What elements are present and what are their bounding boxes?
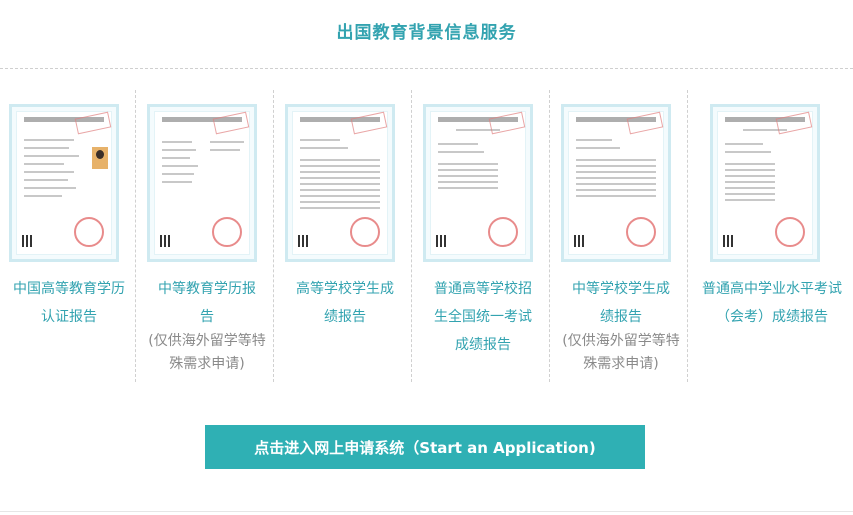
- report-card-university-transcript[interactable]: 高等学校学生成绩报告: [276, 90, 414, 385]
- report-note: (仅供海外留学等特殊需求申请): [562, 333, 680, 372]
- report-list: 中国高等教育学历认证报告 中等教育学历报告 (仅供海外留学等特殊需求申请: [0, 90, 853, 385]
- start-application-button[interactable]: 点击进入网上申请系统（Start an Application): [205, 425, 645, 469]
- seal-icon: [350, 217, 380, 247]
- qr-code-icon: [160, 235, 172, 247]
- report-title: 普通高等学校招生全国统一考试成绩报告: [434, 281, 532, 353]
- qr-code-icon: [22, 235, 34, 247]
- report-note: (仅供海外留学等特殊需求申请): [148, 333, 266, 372]
- card-divider: [273, 90, 274, 382]
- card-divider: [411, 90, 412, 382]
- report-title: 中国高等教育学历认证报告: [13, 281, 125, 325]
- seal-icon: [488, 217, 518, 247]
- certificate-thumbnail-icon: [423, 104, 533, 262]
- certificate-thumbnail-icon: [710, 104, 820, 262]
- report-card-secondary-education[interactable]: 中等教育学历报告 (仅供海外留学等特殊需求申请): [138, 90, 276, 385]
- photo-icon: [92, 147, 108, 169]
- report-card-degree-certification[interactable]: 中国高等教育学历认证报告: [0, 90, 138, 385]
- certificate-thumbnail-icon: [561, 104, 671, 262]
- card-divider: [135, 90, 136, 382]
- page-title: 出国教育背景信息服务: [336, 23, 517, 43]
- report-title: 中等学校学生成绩报告: [572, 281, 670, 325]
- seal-icon: [626, 217, 656, 247]
- certificate-thumbnail-icon: [147, 104, 257, 262]
- report-title: 高等学校学生成绩报告: [296, 281, 394, 325]
- report-card-secondary-transcript[interactable]: 中等学校学生成绩报告 (仅供海外留学等特殊需求申请): [552, 90, 690, 385]
- report-title: 中等教育学历报告: [158, 281, 256, 325]
- report-card-gaokao-score[interactable]: 普通高等学校招生全国统一考试成绩报告: [414, 90, 552, 385]
- qr-code-icon: [723, 235, 735, 247]
- card-divider: [549, 90, 550, 382]
- seal-icon: [212, 217, 242, 247]
- card-divider: [687, 90, 688, 382]
- seal-icon: [74, 217, 104, 247]
- report-card-academic-proficiency[interactable]: 普通高中学业水平考试（会考）成绩报告: [690, 90, 850, 385]
- header-divider: [0, 68, 853, 69]
- certificate-thumbnail-icon: [9, 104, 119, 262]
- qr-code-icon: [574, 235, 586, 247]
- qr-code-icon: [436, 235, 448, 247]
- qr-code-icon: [298, 235, 310, 247]
- seal-icon: [775, 217, 805, 247]
- footer-divider: [0, 511, 853, 512]
- certificate-thumbnail-icon: [285, 104, 395, 262]
- report-title: 普通高中学业水平考试（会考）成绩报告: [702, 281, 842, 325]
